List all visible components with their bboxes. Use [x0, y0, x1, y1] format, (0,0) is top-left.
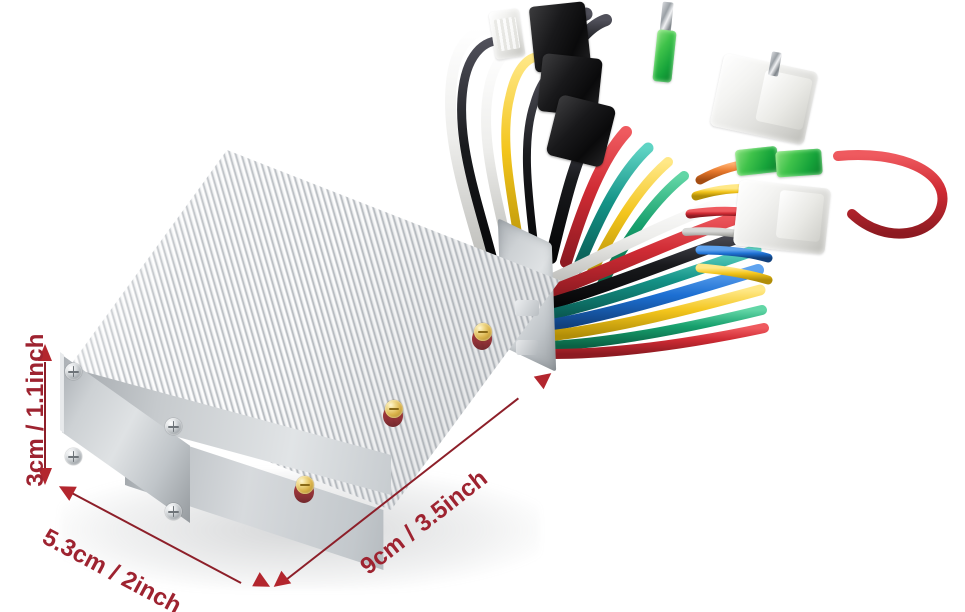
- end-plate-screw-top-left: [65, 363, 82, 380]
- white-power-connector-lower-detail: [775, 189, 825, 243]
- side-screw-rear: [474, 323, 492, 341]
- green-spade-connector-right: [775, 148, 823, 178]
- end-plate-screw-bottom-left: [65, 448, 82, 465]
- mounting-tab-lower: [516, 340, 538, 355]
- height-arrowhead-top: [38, 344, 52, 361]
- mounting-tab-upper: [515, 300, 539, 316]
- white-jst-connector-ribs: [493, 16, 521, 52]
- height-arrowhead-bottom: [38, 468, 52, 485]
- end-plate-rim: [60, 352, 64, 433]
- end-plate-screw-top-right: [165, 418, 182, 435]
- height-dimension-shaft: [44, 362, 46, 474]
- green-spade-connector-left: [734, 145, 780, 177]
- end-plate-screw-bottom-right: [165, 503, 182, 520]
- side-screw-front: [296, 476, 314, 494]
- side-screw-middle: [385, 400, 403, 418]
- height-dimension-label: 3cm / 1.1inch: [22, 333, 49, 487]
